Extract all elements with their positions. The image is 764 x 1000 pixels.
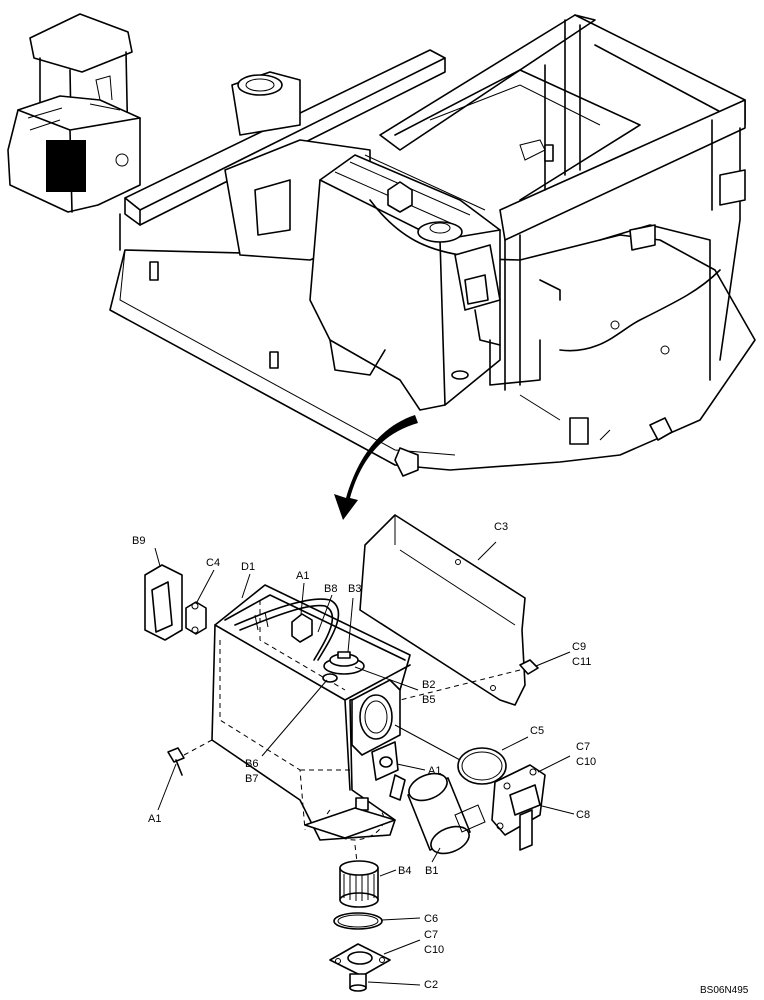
drawing-code: BS06N495 bbox=[700, 985, 749, 996]
callout-c7-top: C7 bbox=[576, 741, 590, 753]
callout-b1: B1 bbox=[425, 865, 438, 877]
callout-c11: C11 bbox=[572, 656, 591, 668]
excavator-thumbnail bbox=[7, 13, 141, 213]
callout-d1: D1 bbox=[241, 561, 255, 573]
callout-b2: B2 bbox=[422, 679, 435, 691]
callout-c6: C6 bbox=[424, 913, 438, 925]
zoom-arrow bbox=[334, 415, 418, 520]
callout-c7-bottom: C7 bbox=[424, 929, 438, 941]
callout-a1-mid: A1 bbox=[428, 765, 441, 777]
callout-b5: B5 bbox=[422, 694, 435, 706]
callout-c10-bottom: C10 bbox=[424, 944, 444, 956]
callout-b9: B9 bbox=[132, 535, 145, 547]
callout-c8: C8 bbox=[576, 809, 590, 821]
callout-a1-top: A1 bbox=[296, 570, 309, 582]
callout-c5: C5 bbox=[530, 725, 544, 737]
callout-a1-left: A1 bbox=[148, 813, 161, 825]
callout-c3: C3 bbox=[494, 521, 508, 533]
callout-labels: B9 C4 D1 A1 B8 B3 C3 C9 C11 B2 B5 C5 A1 … bbox=[132, 521, 596, 991]
callout-c10-top: C10 bbox=[576, 756, 596, 768]
callout-c4: C4 bbox=[206, 557, 220, 569]
callout-b4: B4 bbox=[398, 865, 411, 877]
callout-b7: B7 bbox=[245, 773, 258, 785]
callout-c9: C9 bbox=[572, 641, 586, 653]
hydraulic-tank-exploded bbox=[144, 514, 575, 992]
callout-b6: B6 bbox=[245, 758, 258, 770]
machine-frame-assembly bbox=[109, 14, 756, 477]
callout-c2: C2 bbox=[424, 979, 438, 991]
callout-b8: B8 bbox=[324, 583, 337, 595]
callout-b3: B3 bbox=[348, 583, 361, 595]
highlighted-tank-area bbox=[46, 140, 86, 192]
